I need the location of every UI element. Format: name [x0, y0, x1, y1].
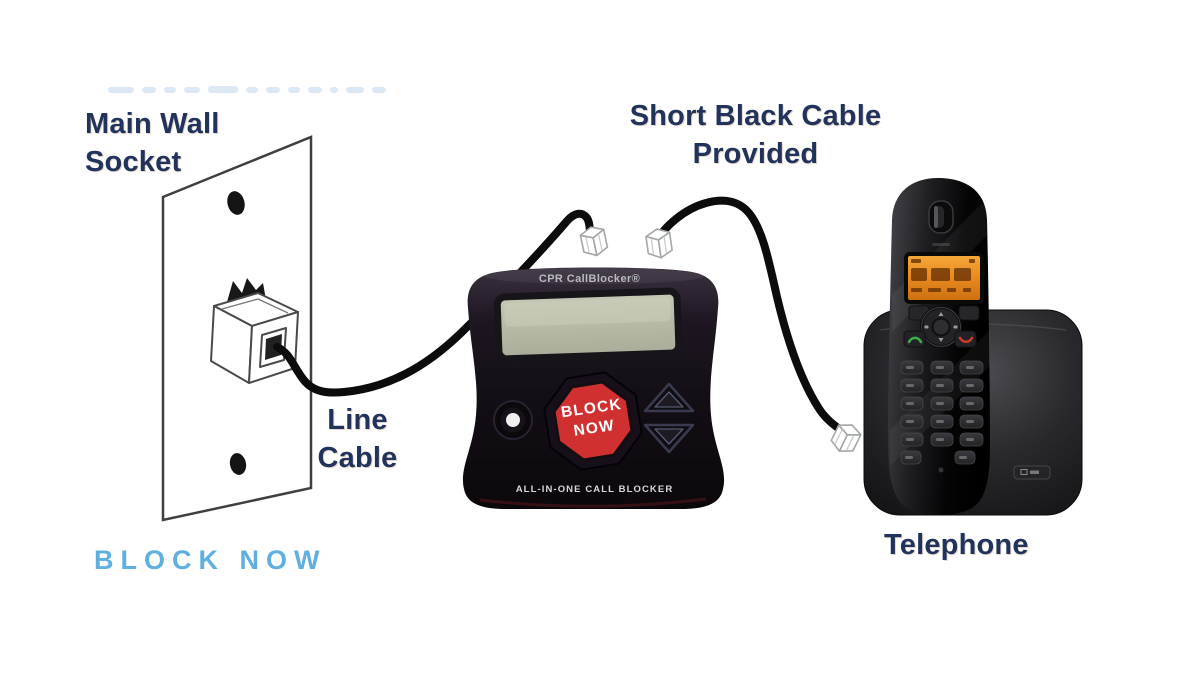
line-cable-label: Line Cable: [317, 404, 398, 474]
device-round-button: [493, 400, 533, 440]
short-black-cable-label: Short Black Cable Provided: [629, 100, 882, 170]
phone-call-button: [903, 330, 926, 348]
up-arrow-button: [643, 382, 695, 413]
rj11-connector-middle: [644, 226, 674, 261]
block-now-button: [543, 371, 643, 471]
call-blocker-tagline: ALL-IN-ONE CALL BLOCKER: [515, 484, 674, 495]
phone-base-button: [1013, 465, 1051, 480]
rj11-connector-left: [578, 223, 610, 259]
phone-earpiece: [928, 200, 954, 234]
wall-plate-screw-bottom: [229, 453, 247, 475]
block-now-caption: BLOCK NOW: [94, 545, 327, 575]
telephone-label: Telephone: [884, 529, 1029, 561]
call-blocker-brand: CPR CallBlocker®: [538, 273, 641, 285]
phone-mic-hole: [938, 467, 944, 473]
device-base-reflection: [479, 497, 707, 508]
cropped-text-artifact: [108, 86, 386, 93]
phone-keypad: [900, 360, 984, 465]
down-arrow-button: [643, 423, 695, 454]
telephone-illustration: [863, 178, 1083, 516]
call-blocker-device: [462, 267, 725, 509]
phone-hangup-button: [954, 330, 977, 348]
wall-plate-screw-top: [227, 191, 245, 215]
main-wall-socket-label: Main Wall Socket: [85, 108, 220, 178]
phone-display: [904, 252, 984, 304]
phone-nav-pad: [908, 305, 980, 348]
line-cable: [273, 209, 594, 397]
short-black-cable: [653, 196, 845, 434]
wall-socket-illustration: [161, 135, 313, 522]
device-lcd-screen: [493, 287, 683, 363]
